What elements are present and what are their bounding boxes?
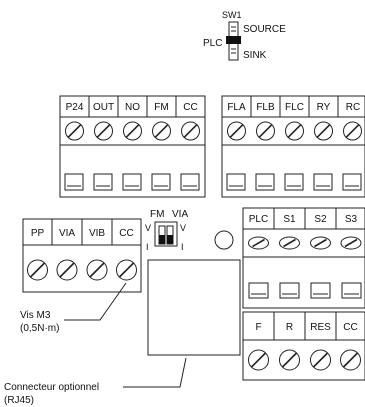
terminal-screw: [340, 236, 362, 250]
jumper-i-left: I: [146, 242, 149, 252]
terminal-label: CC: [119, 228, 133, 239]
terminal-screw: [314, 121, 333, 141]
terminal-screw: [343, 121, 362, 141]
terminal-screw: [27, 259, 48, 281]
terminal-label: PP: [31, 228, 45, 239]
screw-callout: Vis M3 (0,5N·m): [20, 282, 127, 334]
sw1-source-label: SOURCE: [243, 24, 286, 35]
connector-note-line2: (RJ45): [4, 395, 34, 406]
wire-slot: [284, 173, 304, 191]
terminal-label: FLB: [256, 102, 275, 113]
terminal-block-a: P24 OUT NO FM CC: [59, 95, 206, 198]
sw1-sink-label: SINK: [243, 50, 267, 61]
terminal-label: S3: [345, 214, 358, 225]
terminal-label: PLC: [249, 214, 268, 225]
connector-note-line1: Connecteur optionnel: [4, 382, 99, 393]
terminal-label: RC: [346, 102, 360, 113]
terminal-label: CC: [183, 102, 197, 113]
terminal-screw: [279, 349, 300, 371]
terminal-label: VIB: [89, 228, 105, 239]
terminal-block-c: PP VIA VIB CC: [22, 218, 142, 293]
jumper-v-right: V: [180, 223, 186, 233]
wire-slot: [226, 173, 246, 191]
fm-via-jumper: FM VIA V V I I: [145, 209, 188, 252]
screw-note-line2: (0,5N·m): [20, 323, 59, 334]
terminal-label: FLC: [285, 102, 304, 113]
jumper-via-label: VIA: [172, 209, 188, 220]
wire-slot: [180, 173, 200, 191]
terminal-label: OUT: [93, 102, 114, 113]
wire-slot: [279, 282, 300, 299]
jumper-fm-label: FM: [150, 209, 164, 220]
terminal-label: VIA: [59, 228, 75, 239]
terminal-screw: [248, 349, 269, 371]
terminal-screw: [56, 259, 78, 281]
wire-slot: [151, 173, 171, 191]
terminal-screw: [310, 349, 331, 371]
wire-slot: [341, 282, 362, 299]
terminal-label: F: [255, 322, 261, 333]
terminal-block-b: FLA FLB FLC RY RC: [221, 95, 365, 198]
terminal-block-d-bottom: F R RES CC: [242, 311, 365, 381]
terminal-label: R: [286, 322, 293, 333]
wire-slot: [93, 173, 113, 191]
wire-slot: [310, 282, 331, 299]
terminal-label: P24: [66, 102, 84, 113]
wire-slot: [248, 282, 269, 299]
terminal-screw: [65, 121, 84, 141]
terminal-screw: [227, 121, 246, 141]
screw-note-line1: Vis M3: [20, 310, 51, 321]
indicator-circle: [214, 230, 234, 250]
terminal-label: FM: [154, 102, 168, 113]
connector-callout: Connecteur optionnel (RJ45): [4, 357, 187, 406]
wire-slot: [255, 173, 275, 191]
jumper-v-left: V: [145, 223, 151, 233]
terminal-screw: [248, 236, 269, 250]
wire-slot: [64, 173, 84, 191]
terminal-label: FLA: [227, 102, 246, 113]
jumper-i-right: I: [181, 242, 184, 252]
terminal-screw: [94, 121, 113, 141]
sw1-title: SW1: [222, 10, 242, 20]
terminal-screw: [152, 121, 171, 141]
terminal-label: S1: [283, 214, 296, 225]
terminal-screw: [279, 236, 300, 250]
terminal-screw: [285, 121, 304, 141]
terminal-screw: [256, 121, 275, 141]
wire-slot: [342, 173, 362, 191]
terminal-label: RES: [310, 322, 331, 333]
wire-slot: [122, 173, 142, 191]
terminal-screw: [340, 349, 361, 371]
sw1-lever: [226, 36, 241, 44]
terminal-screw: [116, 259, 137, 281]
wire-slot: [313, 173, 333, 191]
terminal-screw: [181, 121, 200, 141]
terminal-screw: [123, 121, 142, 141]
terminal-label: NO: [125, 102, 140, 113]
sw1-switch: SW1 PLC SOURCE SINK: [203, 10, 286, 61]
sw1-plc-label: PLC: [203, 38, 222, 49]
terminal-block-d-top: PLC S1 S2 S3: [242, 207, 365, 309]
terminal-screw: [310, 236, 331, 250]
terminal-label: S2: [314, 214, 327, 225]
terminal-screw: [86, 259, 108, 281]
terminal-label: CC: [343, 322, 357, 333]
terminal-label: RY: [317, 102, 331, 113]
option-connector: [147, 259, 241, 356]
